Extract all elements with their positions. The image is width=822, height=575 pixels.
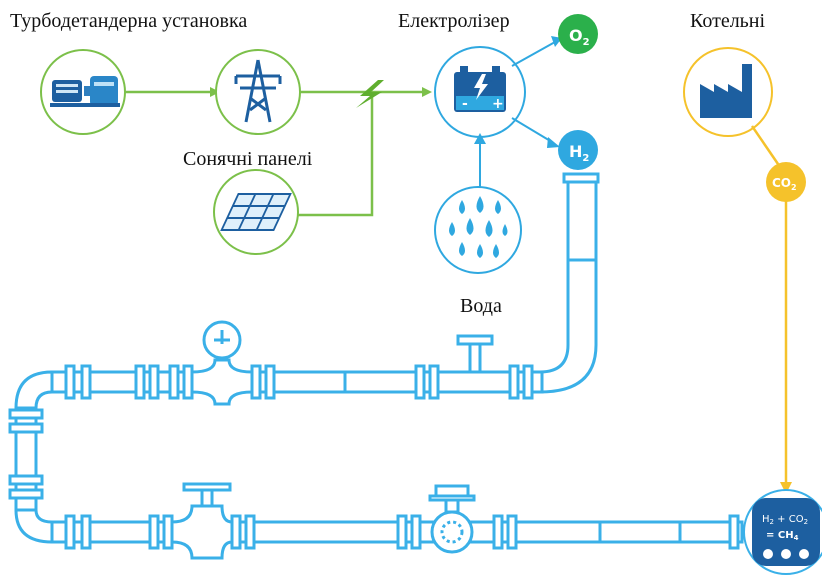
line-to-o2	[511, 41, 556, 67]
svg-text:H2: H2	[569, 142, 589, 164]
methanation-reactor-icon: H2 + CO2 = CH4	[743, 489, 822, 575]
h2-badge: H2	[558, 130, 598, 170]
svg-text:O2: O2	[569, 26, 590, 48]
svg-text:CO2: CO2	[772, 176, 797, 192]
svg-text:H2 + CO2: H2 + CO2	[762, 514, 808, 526]
valve-lower-left-icon	[170, 482, 234, 560]
pipe-elbow-top-left	[14, 370, 54, 410]
arrow-water	[474, 133, 486, 144]
svg-text:-: -	[462, 96, 468, 112]
label-electrolyzer: Електролізер	[398, 10, 510, 32]
water-drops-icon	[434, 186, 522, 274]
electrolyzer-battery-icon: - +	[434, 46, 526, 138]
label-boilers: Котельні	[690, 10, 766, 32]
pipe-vertical	[538, 180, 598, 394]
lightning-icon	[356, 80, 384, 108]
label-solar-panels: Сонячні панелі	[183, 148, 313, 170]
line-solar-junction	[295, 92, 374, 217]
o2-badge: O2	[558, 14, 598, 54]
valve-lower-mid-icon	[428, 484, 476, 554]
arrow-h2	[547, 137, 560, 148]
pipe-flanges	[8, 364, 740, 550]
electrolyzer-outputs	[479, 41, 556, 188]
power-tower-icon	[215, 49, 301, 135]
co2-line	[750, 125, 788, 484]
pressure-gauge-icon	[190, 320, 254, 406]
svg-text:+: +	[492, 96, 504, 112]
label-turbo-expander: Турбодетандерна установка	[10, 10, 248, 32]
arrow-to-electrolyzer	[422, 87, 432, 97]
pipe-elbow-bottom-left	[14, 508, 54, 544]
arrow-co2	[780, 482, 792, 494]
line-to-h2	[511, 117, 553, 143]
label-water: Вода	[460, 295, 502, 317]
turbine-generator-icon	[40, 49, 126, 135]
solar-panel-icon	[213, 169, 299, 255]
power-lines	[125, 90, 428, 217]
pipe-upper	[50, 370, 544, 394]
pipeline	[14, 172, 744, 544]
co2-badge: CO2	[766, 162, 806, 202]
line-factory-co2	[750, 125, 780, 165]
valve-upper-icon	[456, 334, 494, 374]
svg-text:= CH4: = CH4	[766, 530, 799, 542]
factory-icon	[683, 47, 773, 137]
